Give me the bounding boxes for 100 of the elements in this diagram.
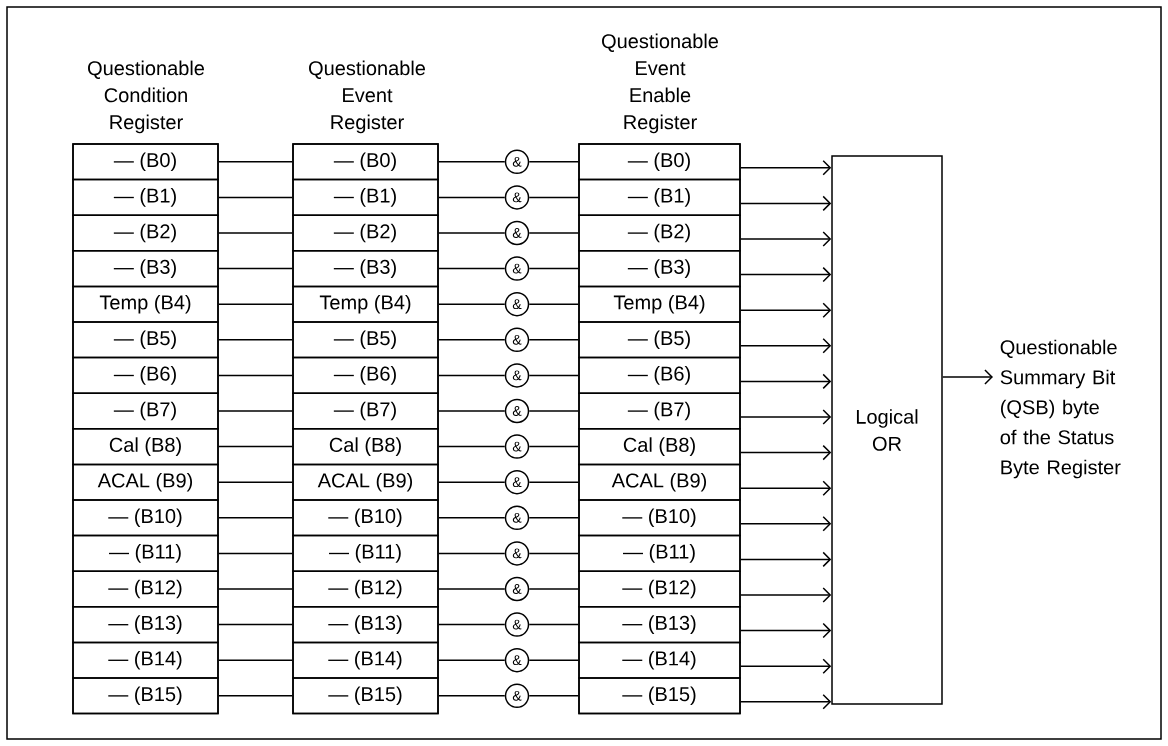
connector-line (438, 196, 506, 199)
arrow (740, 658, 832, 674)
arrow (740, 480, 832, 496)
connector-line (218, 588, 293, 590)
connector-line (528, 267, 579, 270)
or-gate-box: Logical OR (831, 155, 943, 705)
connector-line (438, 695, 506, 697)
connector-line (218, 445, 293, 448)
register-cell: — (B12) (292, 570, 439, 608)
register-cell: — (B2) (292, 214, 439, 252)
connector-line (438, 552, 506, 555)
register-cell: — (B7) (578, 392, 741, 430)
connector-line (218, 623, 293, 626)
register-cell: Temp (B4) (292, 285, 439, 323)
connector-line (438, 588, 506, 590)
register-cell: — (B5) (72, 321, 219, 359)
arrow (740, 338, 832, 354)
connector-line (438, 161, 506, 163)
register-cell: — (B7) (72, 392, 219, 430)
register-cell: — (B2) (72, 214, 219, 252)
register-cell: — (B13) (578, 606, 741, 644)
register-cell: — (B11) (72, 534, 219, 572)
arrow (740, 587, 832, 603)
register-cell: — (B6) (578, 356, 741, 394)
register-cell: — (B6) (72, 356, 219, 394)
register-cell: — (B14) (578, 641, 741, 679)
node-label: Questionable Event Enable Register (602, 33, 719, 134)
register-cell: — (B3) (292, 250, 439, 288)
register-cell: ACAL (B9) (292, 463, 439, 501)
register-cell: — (B11) (578, 534, 741, 572)
connector-line (438, 339, 506, 341)
connector-line (218, 517, 293, 519)
arrow (740, 444, 832, 461)
arrow (740, 160, 832, 176)
register-cell: ACAL (B9) (578, 463, 741, 501)
register-cell: — (B10) (72, 499, 219, 537)
connector-line (218, 196, 293, 199)
connector-line (438, 481, 506, 483)
register-cell: — (B1) (578, 178, 741, 216)
connector-line (528, 232, 579, 234)
register-cell: — (B3) (578, 250, 741, 288)
connector-line (218, 659, 293, 661)
arrow (942, 369, 993, 385)
connector-line (438, 659, 506, 661)
connector-line (528, 695, 579, 697)
connector-line (528, 374, 579, 377)
register-cell: — (B0) (578, 143, 741, 181)
connector-line (438, 232, 506, 234)
register-cell: ACAL (B9) (72, 463, 219, 501)
connector-line (528, 303, 579, 305)
register-cell: — (B1) (292, 178, 439, 216)
connector-line (528, 445, 579, 448)
register-cell: — (B1) (72, 178, 219, 216)
connector-line (528, 161, 579, 163)
arrow (740, 409, 832, 425)
register-cell: Cal (B8) (292, 428, 439, 466)
connector-line (218, 267, 293, 270)
arrow (740, 302, 832, 318)
register-cell: — (B0) (72, 143, 219, 181)
register-cell: — (B7) (292, 392, 439, 430)
connector-line (438, 623, 506, 626)
connector-line (528, 623, 579, 626)
register-cell: — (B2) (578, 214, 741, 252)
register-cell: — (B10) (292, 499, 439, 537)
register-cell: — (B0) (292, 143, 439, 181)
connector-line (218, 232, 293, 234)
register-cell: Cal (B8) (72, 428, 219, 466)
node-label: Questionable Condition Register (88, 60, 205, 134)
connector-line (528, 588, 579, 590)
register-cell: — (B15) (578, 677, 741, 715)
arrow (740, 551, 832, 568)
connector-line (438, 303, 506, 305)
register-cell: — (B11) (292, 534, 439, 572)
connector-line (438, 517, 506, 519)
connector-line (528, 552, 579, 555)
connector-line (218, 339, 293, 341)
arrow (740, 195, 832, 212)
connector-line (438, 445, 506, 448)
register-cell: — (B12) (72, 570, 219, 608)
connector-line (528, 517, 579, 519)
register-cell: — (B14) (72, 641, 219, 679)
connector-line (218, 303, 293, 305)
register-cell: Temp (B4) (72, 285, 219, 323)
connector-line (218, 552, 293, 555)
arrow (740, 373, 832, 390)
connector-line (438, 410, 506, 412)
connector-line (528, 339, 579, 341)
connector-line (528, 196, 579, 199)
register-cell: — (B3) (72, 250, 219, 288)
register-cell: — (B10) (578, 499, 741, 537)
register-cell: Cal (B8) (578, 428, 741, 466)
arrow (740, 694, 832, 710)
arrow (740, 231, 832, 247)
arrow (740, 516, 832, 532)
arrow (740, 266, 832, 283)
register-cell: — (B12) (578, 570, 741, 608)
register-cell: — (B5) (578, 321, 741, 359)
register-cell: — (B6) (292, 356, 439, 394)
register-cell: — (B14) (292, 641, 439, 679)
connector-line (218, 410, 293, 412)
